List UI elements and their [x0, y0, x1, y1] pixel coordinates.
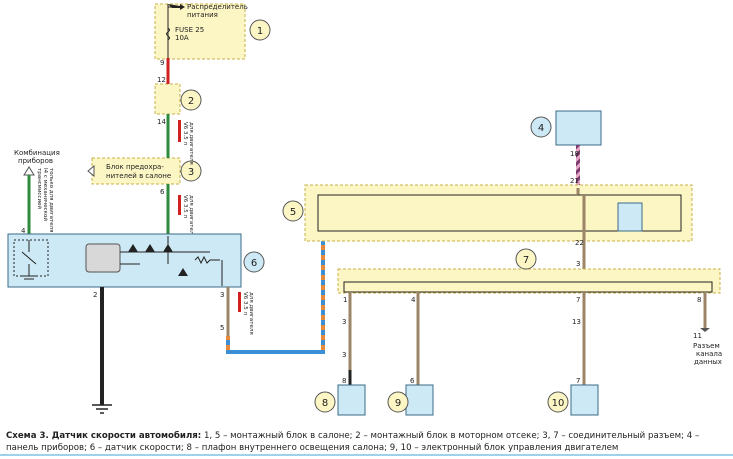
svg-text:22: 22 [575, 239, 584, 247]
circle-8 [314, 391, 336, 413]
svg-text:для двигателя: для двигателя [188, 195, 194, 238]
svg-text:3: 3 [342, 351, 346, 359]
svg-text:21: 21 [570, 177, 579, 185]
cabin-fuse-block [91, 157, 181, 185]
svg-text:3: 3 [188, 167, 194, 178]
svg-text:5: 5 [220, 324, 224, 332]
svg-text:для двигателя: для двигателя [188, 122, 194, 165]
svg-text:8: 8 [697, 296, 701, 304]
svg-text:V6 3.5 л: V6 3.5 л [182, 122, 188, 146]
ceiling-lamp-block [337, 384, 366, 416]
svg-text:7: 7 [576, 377, 580, 385]
svg-text:2: 2 [188, 96, 194, 107]
data-connector-label-3: данных [694, 358, 722, 366]
svg-text:3: 3 [220, 291, 224, 299]
connector-block [337, 268, 721, 294]
circle-1 [249, 19, 271, 41]
fuse-label: FUSE 25 [175, 26, 204, 34]
gauges-label-1: Комбинация [14, 149, 60, 157]
svg-text:8: 8 [322, 398, 328, 409]
svg-text:18: 18 [570, 150, 579, 158]
svg-text:V6 3.5 л: V6 3.5 л [242, 292, 248, 316]
data-connector-label-1: Разъем [693, 342, 720, 350]
power-distributor-block [154, 3, 246, 60]
circle-5 [282, 200, 304, 222]
fuse-block-label-1: Блок предохра- [106, 163, 164, 171]
svg-text:3: 3 [576, 260, 580, 268]
data-connector-label-2: канала [696, 350, 722, 358]
fuse-rating-label: 10A [175, 34, 189, 42]
svg-text:11: 11 [693, 332, 702, 340]
engine-bay-block [154, 83, 181, 115]
svg-text:7: 7 [523, 255, 529, 266]
circle-2 [180, 89, 202, 111]
svg-text:8: 8 [342, 377, 346, 385]
power-label-1: Распределитель [187, 3, 248, 11]
svg-text:5: 5 [290, 207, 296, 218]
svg-text:7: 7 [576, 296, 580, 304]
svg-text:9: 9 [395, 398, 401, 409]
svg-text:трансмиссией: трансмиссией [36, 168, 43, 209]
circle-10 [547, 391, 569, 413]
bottom-rule [0, 454, 733, 456]
instrument-panel-block [555, 110, 602, 146]
svg-text:6: 6 [160, 188, 165, 196]
svg-text:I4 с механической: I4 с механической [42, 168, 49, 221]
svg-text:9: 9 [160, 59, 164, 67]
svg-text:4: 4 [538, 123, 544, 134]
svg-text:только для двигателя: только для двигателя [48, 168, 54, 232]
svg-text:3: 3 [342, 318, 346, 326]
fuse-block-label-2: нителей в салоне [106, 172, 171, 180]
svg-text:для двигателя: для двигателя [248, 292, 254, 335]
ecu-block-10 [570, 384, 599, 416]
svg-text:13: 13 [572, 318, 581, 326]
svg-text:14: 14 [157, 118, 166, 126]
svg-text:10: 10 [552, 398, 565, 409]
svg-text:4: 4 [411, 296, 416, 304]
svg-text:2: 2 [93, 291, 97, 299]
circle-9 [387, 391, 409, 413]
circle-3 [180, 160, 202, 182]
figure-caption: Схема 3. Датчик скорости автомобиля: 1, … [6, 430, 728, 454]
caption-text: 1, 5 – монтажный блок в салоне; 2 – монт… [6, 431, 700, 453]
svg-text:6: 6 [410, 377, 415, 385]
svg-text:1: 1 [343, 296, 347, 304]
circle-6 [243, 251, 265, 273]
circle-4 [530, 116, 552, 138]
svg-text:1: 1 [257, 26, 263, 37]
svg-text:V6 3.5 л: V6 3.5 л [182, 195, 188, 219]
caption-title: Схема 3. Датчик скорости автомобиля: [6, 431, 202, 441]
power-label-2: питания [187, 11, 218, 19]
svg-text:4: 4 [21, 227, 26, 235]
svg-text:6: 6 [251, 258, 257, 269]
gauges-label-2: приборов [18, 157, 53, 165]
svg-text:12: 12 [157, 76, 166, 84]
ecu-block-9 [405, 384, 434, 416]
circle-7 [515, 248, 537, 270]
